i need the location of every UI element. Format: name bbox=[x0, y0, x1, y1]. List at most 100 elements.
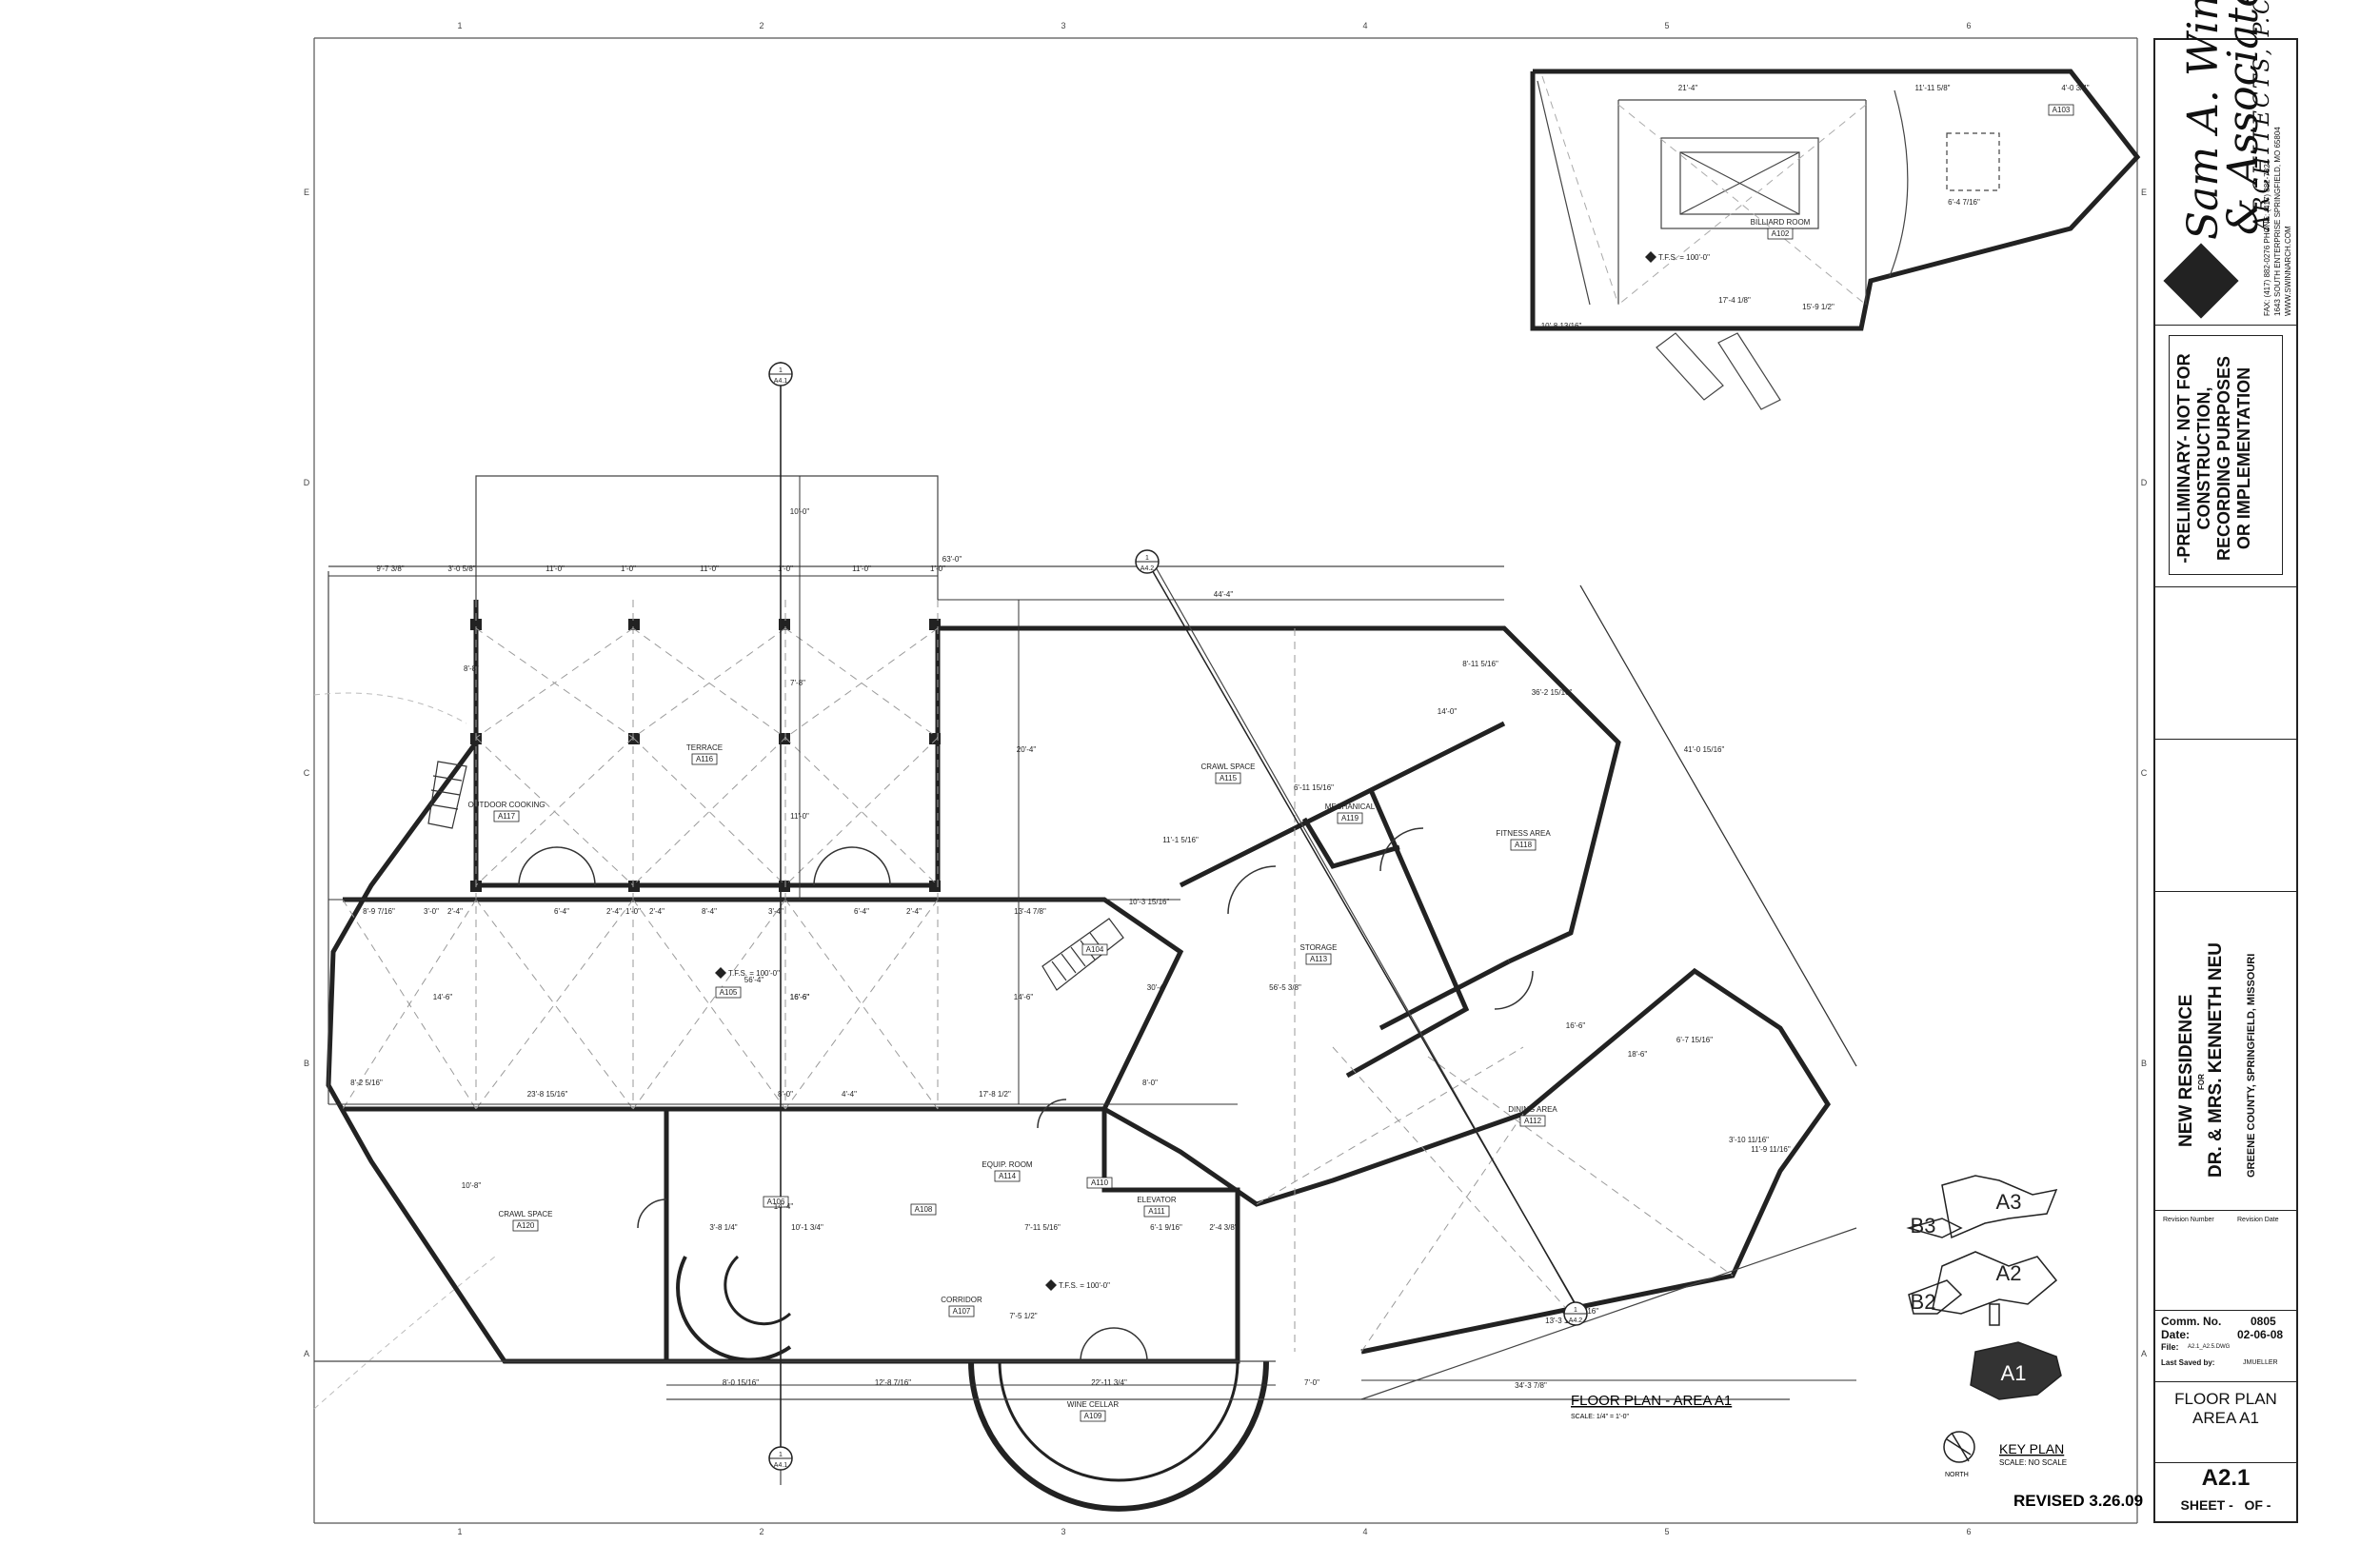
dimension-label: 34'-3 7/8" bbox=[1515, 1381, 1547, 1390]
dimension-label: 13'-4 7/8" bbox=[1014, 907, 1046, 916]
comm-label: Comm. No. bbox=[2161, 1315, 2222, 1328]
dimension-label: 8'-8" bbox=[464, 664, 479, 673]
room-tag: A105 bbox=[715, 986, 742, 999]
dimension-label: 63'-0" bbox=[942, 555, 962, 564]
dimension-label: 8'-4" bbox=[702, 907, 717, 916]
room-tag: FITNESS AREA A118 bbox=[1496, 829, 1551, 851]
room-number: A118 bbox=[1515, 841, 1533, 849]
room-number-box bbox=[493, 810, 520, 822]
room-number: A119 bbox=[1341, 814, 1359, 822]
dimension-label: 7'-0" bbox=[1304, 1378, 1319, 1387]
dimension-label: 15'-9 1/2" bbox=[1802, 303, 1835, 311]
room-tag: A110 bbox=[1086, 1177, 1113, 1189]
dimension-label: 41'-0 15/16" bbox=[1684, 745, 1725, 754]
dimension-label: 11'-0" bbox=[545, 565, 565, 573]
room-name: CRAWL SPACE bbox=[498, 1210, 552, 1218]
dimension-label: 8'-0" bbox=[778, 1090, 793, 1099]
section-marker-number: 1 bbox=[1145, 555, 1149, 562]
section-marker-sheet: A4.1 bbox=[774, 378, 788, 385]
dimension-label: 6'-11 15/16" bbox=[1294, 783, 1334, 792]
room-number-box bbox=[1337, 812, 1363, 824]
room-name: MECHANICAL bbox=[1325, 802, 1376, 811]
dimension-label: 16'-6" bbox=[790, 993, 810, 1001]
preliminary-box bbox=[2169, 335, 2283, 575]
grid-row-label: A bbox=[2141, 1349, 2147, 1358]
dimension-label: 7'-11 5/16" bbox=[1024, 1223, 1061, 1232]
elevation-tags: T.F.S. = 100'-0"T.F.S. = 100'-0"T.F.S. =… bbox=[715, 251, 1710, 1291]
dimension-label: 10'-8" bbox=[462, 1181, 482, 1190]
elevation-symbol bbox=[1645, 251, 1656, 263]
key-plan-area-label: A1 bbox=[2001, 1361, 2027, 1385]
grid-column-label: 3 bbox=[1061, 21, 1065, 30]
project-title: NEW RESIDENCE FOR DR. & MRS. KENNETH NEU… bbox=[2176, 942, 2257, 1178]
section-marker-number: 1 bbox=[779, 367, 783, 374]
dimension-label: 11'-0" bbox=[700, 565, 719, 573]
room-number-box bbox=[1510, 839, 1537, 851]
dimension-label: 12'-8 7/16" bbox=[875, 1378, 911, 1387]
room-number-box bbox=[1081, 943, 1108, 956]
key-plan-area-label: A2 bbox=[1996, 1261, 2022, 1285]
grid-column-label: 2 bbox=[759, 1527, 764, 1536]
firm-block: Sam A. Winn & Associates ARCHITECTS, P.C… bbox=[2155, 0, 2296, 326]
grid-row-label: C bbox=[304, 768, 310, 778]
room-number: A116 bbox=[696, 755, 714, 763]
firm-address: 1643 SOUTH ENTERPRISE SPRINGFIELD, MO 65… bbox=[2273, 127, 2282, 316]
sheet-number: A2.1 bbox=[2201, 1465, 2251, 1491]
dimension-label: 6'-1 9/16" bbox=[1150, 1223, 1182, 1232]
sheet-border bbox=[313, 37, 2138, 1524]
grid-column-label: 3 bbox=[1061, 1527, 1065, 1536]
room-name: FITNESS AREA bbox=[1496, 829, 1551, 838]
project-line-2: DR. & MRS. KENNETH NEU bbox=[2206, 941, 2226, 1178]
section-marker: 1A4.1 bbox=[768, 1446, 793, 1471]
dimension-label: 8'-0 15/16" bbox=[723, 1378, 759, 1387]
elevation-symbol bbox=[1045, 1279, 1057, 1291]
section-marker-number: 1 bbox=[779, 1452, 783, 1458]
sheet-title-1: FLOOR PLAN bbox=[2174, 1390, 2277, 1408]
room-name: STORAGE bbox=[1300, 943, 1338, 952]
room-number: A106 bbox=[767, 1198, 785, 1206]
upper-inset-plan bbox=[1530, 69, 2141, 410]
room-tag: A104 bbox=[1081, 943, 1108, 956]
dimension-label: 6'-4" bbox=[554, 907, 569, 916]
project-info-block: Comm. No. 0805 Date: 02-06-08 File: A2.1… bbox=[2155, 1311, 2296, 1382]
project-line-1: NEW RESIDENCE bbox=[2176, 994, 2196, 1147]
grid-column-label: 4 bbox=[1362, 21, 1367, 30]
room-number-box bbox=[1143, 1205, 1170, 1218]
room-tag: MECHANICAL A119 bbox=[1325, 802, 1376, 824]
blank-block-2 bbox=[2155, 740, 2296, 892]
grid-column-label: 6 bbox=[1966, 21, 1971, 30]
dimension-label: 4'-4" bbox=[842, 1090, 857, 1099]
room-number: A115 bbox=[1220, 774, 1238, 782]
room-name: CRAWL SPACE bbox=[1200, 763, 1255, 771]
section-cut-lines bbox=[780, 381, 1577, 1456]
grid-row-label: E bbox=[2141, 188, 2147, 197]
room-number: A111 bbox=[1148, 1207, 1165, 1216]
dimension-label: 7'-8" bbox=[790, 679, 805, 687]
dimension-label: 16'-6" bbox=[790, 993, 810, 1001]
key-plan-area-label: A3 bbox=[1996, 1190, 2022, 1214]
file-value: A2.1_A2.5.DWG bbox=[2188, 1344, 2231, 1350]
room-tag: CRAWL SPACE A115 bbox=[1200, 763, 1256, 784]
room-number: A105 bbox=[720, 988, 738, 997]
stairs bbox=[427, 761, 1124, 991]
dimension-label: 22'-11 3/4" bbox=[1091, 1378, 1127, 1387]
room-number: A112 bbox=[1524, 1117, 1542, 1125]
dimension-label: 18'-6" bbox=[1628, 1050, 1648, 1059]
dimension-label: 3'-0 5/8" bbox=[447, 565, 475, 573]
room-number: A114 bbox=[999, 1172, 1017, 1180]
project-for: FOR bbox=[2197, 1074, 2206, 1090]
section-marker-sheet: A4.2 bbox=[1569, 1317, 1583, 1324]
outline-extents bbox=[314, 362, 1857, 1485]
date-value: 02-06-08 bbox=[2237, 1328, 2284, 1341]
room-number: A103 bbox=[2053, 106, 2071, 114]
dimension-label: 17'-8 1/2" bbox=[979, 1090, 1011, 1099]
dimension-label: 1'-0" bbox=[778, 565, 793, 573]
dimension-label: 11'-9 11/16" bbox=[1751, 1145, 1791, 1154]
room-name: EQUIP. ROOM bbox=[982, 1160, 1033, 1169]
